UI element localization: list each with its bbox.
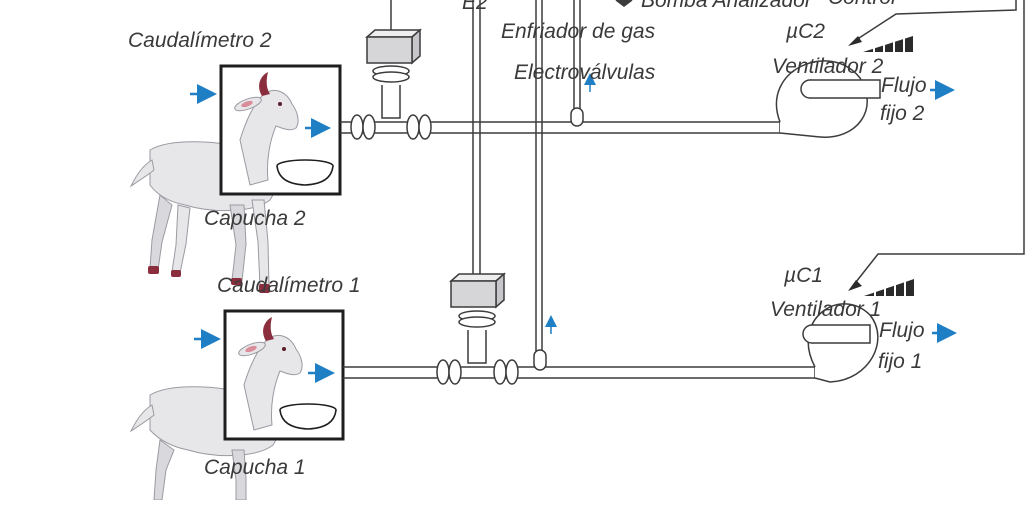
- fan-icon: [802, 303, 879, 383]
- hood-2: [219, 64, 342, 196]
- label-flujo-2a: Flujo: [881, 74, 927, 97]
- label-bomba-analizador: Bomba Analizador: [641, 0, 813, 12]
- pipe-2: [340, 85, 781, 140]
- valve-icon: [570, 107, 584, 127]
- label-capucha-1: Capucha 1: [204, 456, 306, 479]
- valve-icon: [533, 349, 547, 371]
- signal-strength-icon: [864, 277, 914, 298]
- label-ventilador-2: Ventilador 2: [772, 55, 884, 78]
- label-flujo-1a: Flujo: [879, 319, 925, 342]
- label-e2: E2: [462, 0, 488, 14]
- label-caudalimetro-1: Caudalímetro 1: [217, 274, 361, 297]
- label-flujo-1b: fijo 1: [878, 350, 922, 373]
- flowmeter-icon: [449, 272, 506, 328]
- label-enfriador: Enfriador de gas: [501, 20, 656, 43]
- fan-icon: [775, 60, 881, 138]
- control-lines: [848, 0, 1025, 291]
- pipe-1: [343, 330, 816, 385]
- label-capucha-2: Capucha 2: [204, 207, 306, 230]
- sampling-lines: [472, 0, 581, 362]
- signal-strength-icon: [863, 34, 913, 54]
- flowmeter-icon: [365, 0, 422, 83]
- bowl-icon: [276, 159, 334, 186]
- hood-1: [223, 309, 345, 441]
- bowl-icon: [279, 403, 337, 430]
- label-uc1: µC1: [783, 264, 823, 287]
- label-caudalimetro-2: Caudalímetro 2: [128, 29, 272, 52]
- label-control: Control: [828, 0, 897, 9]
- label-ventilador-1: Ventilador 1: [770, 298, 881, 321]
- label-uc2: µC2: [785, 20, 825, 43]
- label-flujo-2b: fijo 2: [880, 102, 925, 125]
- label-electrovalvulas: Electroválvulas: [514, 61, 656, 84]
- pump-icon: [615, 0, 633, 7]
